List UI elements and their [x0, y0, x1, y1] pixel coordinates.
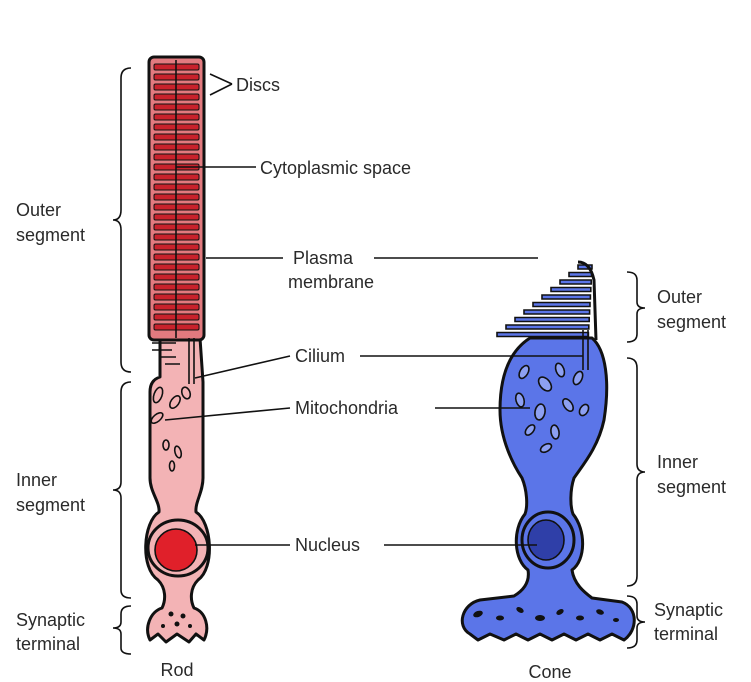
cone-inner-label-2: segment: [657, 477, 726, 497]
cone-synaptic-label-1: Synaptic: [654, 600, 723, 620]
cone-lamella: [515, 318, 589, 322]
structure-labels: Discs Cytoplasmic space Plasma membrane …: [236, 75, 411, 555]
label-mitochondria: Mitochondria: [295, 398, 399, 418]
label-cilium: Cilium: [295, 346, 345, 366]
rod-nucleus: [155, 529, 197, 571]
cone-name: Cone: [528, 662, 571, 682]
brace-cone-inner: [627, 358, 645, 586]
label-plasma-membrane: Plasma: [293, 248, 354, 268]
cone-lamella: [497, 333, 588, 337]
cone-lamella: [542, 295, 590, 299]
rod-outer-label-1: Outer: [16, 200, 61, 220]
cone-lamella: [560, 280, 591, 284]
cone-lamella: [533, 303, 590, 307]
rod-synaptic-label-1: Synaptic: [16, 610, 85, 630]
rod-inner-segment: [146, 338, 210, 642]
cone-synaptic-label-2: terminal: [654, 624, 718, 644]
rod-name: Rod: [160, 660, 193, 680]
label-plasma-membrane-2: membrane: [288, 272, 374, 292]
rod-synaptic-label-2: terminal: [16, 634, 80, 654]
cone-outer-label-2: segment: [657, 312, 726, 332]
cone-cell: [462, 262, 634, 640]
brace-cone-outer: [627, 272, 645, 342]
brace-rod-synaptic: [113, 606, 131, 654]
brace-rod-outer: [113, 68, 131, 372]
leader-discs: [210, 74, 232, 95]
rod-inner-label-1: Inner: [16, 470, 57, 490]
cone-lamella: [569, 273, 592, 277]
rod-cell: [146, 57, 210, 642]
cone-outer-segment: [497, 262, 596, 340]
cone-lamella: [551, 288, 591, 292]
cone-nucleus: [528, 520, 564, 560]
label-discs: Discs: [236, 75, 280, 95]
brace-rod-inner: [113, 382, 131, 598]
cone-lamella: [506, 325, 589, 329]
cone-lamella: [524, 310, 590, 314]
label-nucleus: Nucleus: [295, 535, 360, 555]
cone-inner-label-1: Inner: [657, 452, 698, 472]
rod-inner-label-2: segment: [16, 495, 85, 515]
label-cytoplasmic-space: Cytoplasmic space: [260, 158, 411, 178]
rod-outer-label-2: segment: [16, 225, 85, 245]
cone-outer-label-1: Outer: [657, 287, 702, 307]
